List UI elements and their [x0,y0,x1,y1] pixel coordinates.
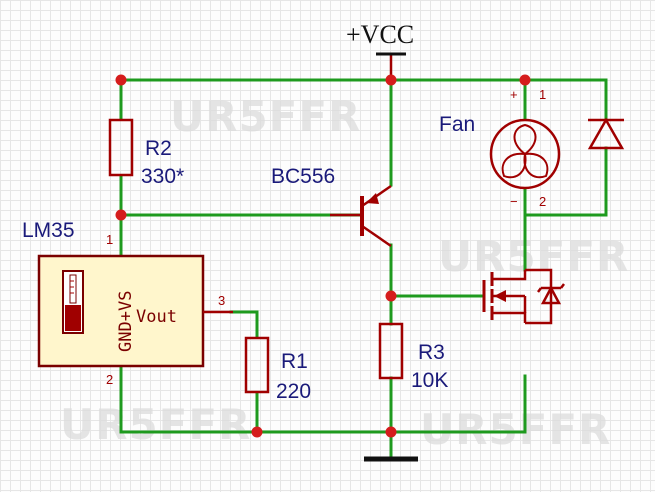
fan-icon [489,118,561,190]
junction-dot [385,74,397,86]
watermark-bottom-left: UR5FFR [60,400,252,449]
fan-pin-1-number: 1 [539,87,547,102]
resistor-r2-body [108,118,134,177]
lm35-ref: LM35 [22,219,75,242]
r3-value: 10K [411,369,449,392]
thermometer-icon [62,270,84,334]
components: GND+VS Vout [37,52,625,462]
watermark-top: UR5FFR [170,92,362,141]
fan-pin-2-number: 2 [539,194,547,209]
mosfet-diode-tick [537,287,542,293]
mosfet-diode-tick2 [560,283,565,289]
flyback-diode [587,117,625,150]
resistor-r3-body [378,322,404,380]
fan-ref: Fan [439,113,476,136]
wires [119,78,608,461]
wire-fan-bottom [523,188,608,217]
r1-ref: R1 [281,350,308,373]
r3-ref: R3 [418,341,445,364]
junction-dot [385,426,397,438]
lm35-pin-gnd-vs: GND+VS [116,291,136,352]
watermark-bottom-right: UR5FFR [420,405,612,454]
lm35-pin-1-number: 1 [106,232,114,247]
vcc-label: +VCC [346,20,415,49]
junction-dot [385,290,397,302]
transistor-emitter-arrow [366,193,379,204]
junction-dot [251,426,263,438]
mosfet-diode-frame [525,268,553,325]
watermark-right: UR5FFR [438,232,630,281]
r2-ref: R2 [145,137,172,160]
lm35-pin-vout: Vout [136,307,177,327]
junction-dot [115,74,127,86]
junctions [115,74,531,438]
r2-value: 330* [141,165,185,188]
mosfet-source [492,311,527,323]
junction-dot [115,209,127,221]
wire-vout-r1 [229,310,259,339]
fan-blades [501,123,549,179]
resistor-r1-body [244,336,270,394]
lm35-pin-3-number: 3 [218,293,226,308]
fan-minus-sign: − [510,194,518,209]
transistor-collector-leg [361,224,392,248]
r1-value: 220 [276,380,312,403]
mosfet-arrow [494,290,506,302]
transistor-ref: BC556 [271,165,336,188]
mosfet-drain [492,270,527,281]
mosfet-body-diode [540,285,562,305]
lm35-pin-2-number: 2 [106,372,114,387]
junction-dot [519,74,531,86]
fan-plus-sign: + [510,87,518,102]
